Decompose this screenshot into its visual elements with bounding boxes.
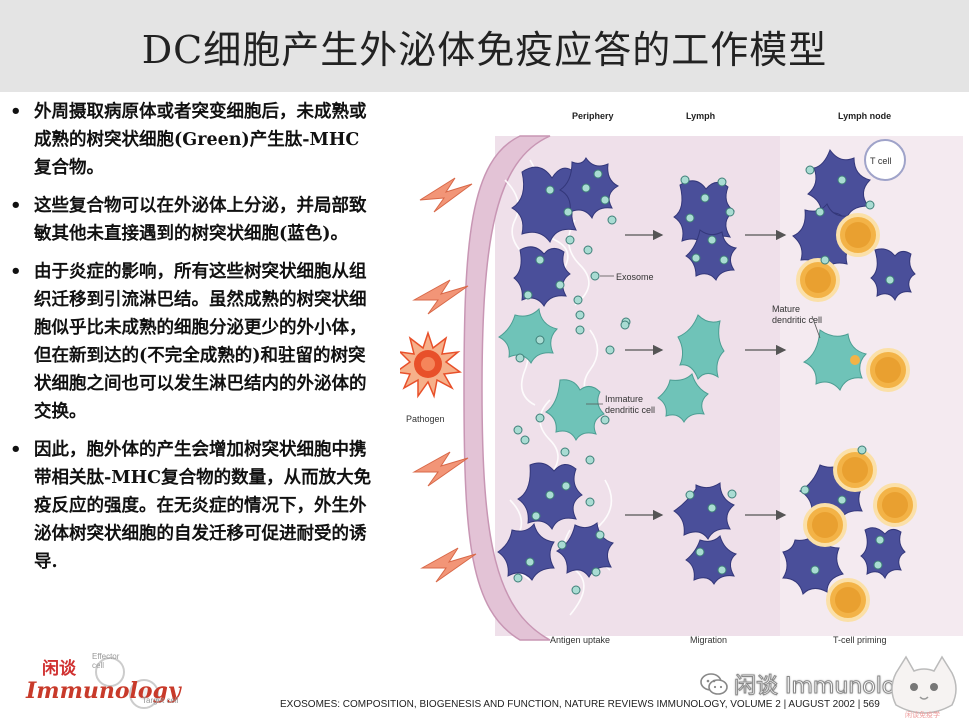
lightning-icon (420, 547, 477, 583)
migration-arrows (625, 229, 787, 521)
bullet-dot-icon: • (10, 101, 22, 122)
dendritic-cell-green (802, 329, 867, 391)
lightning-icon (419, 177, 473, 213)
dendritic-cell-blue (792, 148, 916, 302)
bullet-text: 由于炎症的影响，所有这些树突状细胞从组织迁移到引流淋巴结。虽然成熟的树突状细胞似… (34, 262, 367, 422)
t-cell: T cell (864, 139, 906, 181)
label-mature-dc: Mature (772, 304, 800, 314)
label-mature-dc-2: dendritic cell (772, 315, 822, 325)
pathogen-icon (400, 330, 462, 399)
bullet-item: • 由于炎症的影响，所有这些树突状细胞从组织迁移到引流淋巴结。虽然成熟的树突状细胞… (8, 258, 373, 426)
bullet-dot-icon: • (10, 261, 22, 282)
slide-title: DC细胞产生外泌体免疫应答的工作模型 (141, 27, 828, 72)
label-pathogen: Pathogen (406, 414, 445, 424)
wechat-icon (700, 673, 728, 695)
citation: EXOSOMES: COMPOSITION, BIOGENESIS AND FU… (280, 699, 880, 710)
bullet-text: 因此，胞外体的产生会增加树突状细胞中携带相关肽-MHC复合物的数量，从而放大免疫… (34, 440, 372, 572)
bullet-list: • 外周摄取病原体或者突变细胞后，未成熟或成熟的树突状细胞(Green)产生肽-M… (8, 98, 373, 586)
logo-effector-cell: Effector cell (92, 652, 120, 670)
lightning-icon (412, 279, 469, 315)
footer-antigen-uptake: Antigen uptake (550, 635, 610, 645)
t-cell (866, 348, 910, 392)
bullet-text: 外周摄取病原体或者突变细胞后，未成熟或成熟的树突状细胞(Green)产生肽-MH… (34, 102, 367, 178)
header-lymph-node: Lymph node (838, 111, 891, 121)
footer-t-cell-priming: T-cell priming (833, 635, 887, 645)
bullet-text: 这些复合物可以在外泌体上分泌，并局部致敏其他未直接遇到的树突状细胞(蓝色)。 (34, 196, 367, 244)
cat-badge-icon (891, 655, 957, 714)
t-cell (803, 503, 847, 547)
cells-logo-icon (95, 657, 159, 709)
exosome-model-figure: Periphery Lymph Lymph node Pathogen T ce… (400, 111, 963, 645)
label-immature-dc-2: dendritic cell (605, 405, 655, 415)
t-cell (873, 483, 917, 527)
header-periphery: Periphery (572, 111, 614, 121)
label-immature-dc: Immature (605, 394, 643, 404)
dendritic-cell-green (498, 307, 605, 442)
t-cell (850, 355, 860, 365)
t-cell (826, 578, 870, 622)
bullet-item: • 这些复合物可以在外泌体上分泌，并局部致敏其他未直接遇到的树突状细胞(蓝色)。 (8, 192, 373, 248)
watermark-text: 闲谈 Immunology (733, 674, 923, 700)
cat-badge-text: 闲谈免疫学 (905, 711, 940, 719)
bullet-item: • 外周摄取病原体或者突变细胞后，未成熟或成熟的树突状细胞(Green)产生肽-M… (8, 98, 373, 182)
mature-dc-pointer-line (811, 315, 821, 339)
bullet-dot-icon: • (10, 195, 22, 216)
logo-target-cell: Target cell (142, 696, 179, 705)
title-bar: DC细胞产生外泌体免疫应答的工作模型 (0, 0, 969, 92)
dendritic-cell-green (657, 314, 725, 423)
t-cell (833, 448, 877, 492)
t-cell (796, 258, 840, 302)
tissue-membrane (463, 135, 551, 641)
footer-migration: Migration (690, 635, 727, 645)
label-t-cell: T cell (870, 156, 891, 166)
t-cell (836, 213, 880, 257)
dendritic-cell-blue (673, 180, 738, 281)
danger-signal-icons (412, 177, 477, 583)
lightning-icon (412, 451, 469, 487)
bullet-dot-icon: • (10, 439, 22, 460)
logo-cn: 闲谈 (42, 659, 76, 679)
header-lymph: Lymph (686, 111, 715, 121)
exosome-dots (513, 165, 895, 595)
immunology-logo: 闲谈 Immunology Effector cell Target cell (22, 650, 182, 722)
watermark: 闲谈 Immunology (700, 668, 923, 700)
logo-en: Immunology (26, 678, 181, 704)
label-exosome: Exosome (616, 272, 654, 282)
bullet-item: • 因此，胞外体的产生会增加树突状细胞中携带相关肽-MHC复合物的数量，从而放大免… (8, 436, 373, 576)
